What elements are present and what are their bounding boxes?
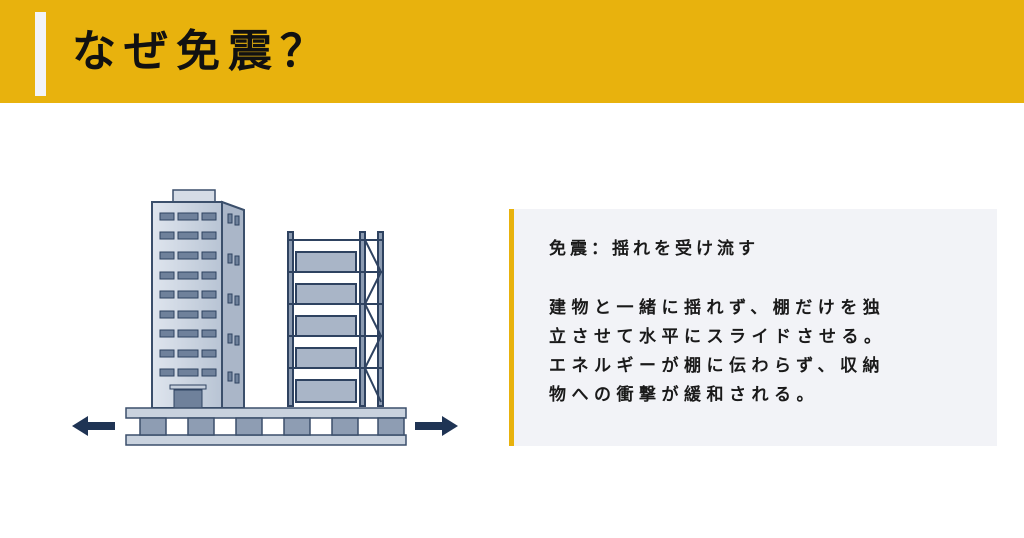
isolation-illustration: [60, 180, 480, 460]
header-accent-bar: [35, 12, 46, 96]
panel-body-line: 立させて水平にスライドさせる。: [549, 327, 887, 347]
arrow-left-icon: [72, 416, 115, 436]
arrow-right-icon: [415, 416, 458, 436]
panel-body: 建物と一緒に揺れず、棚だけを独 立させて水平にスライドさせる。 エネルギーが棚に…: [549, 294, 887, 410]
page-title: なぜ免震？: [72, 26, 332, 77]
header-banner: なぜ免震？: [0, 0, 1024, 103]
panel-body-line: 建物と一緒に揺れず、棚だけを独: [549, 298, 886, 318]
panel-heading: 免震：揺れを受け流す: [549, 239, 759, 259]
panel-body-line: エネルギーが棚に伝わらず、収納: [549, 356, 885, 376]
isolation-base: [125, 407, 407, 446]
panel-body-line: 物への衝撃が緩和される。: [549, 385, 819, 405]
building-icon: [151, 189, 245, 409]
storage-rack-icon: [287, 231, 384, 407]
explanation-panel: 免震：揺れを受け流す 建物と一緒に揺れず、棚だけを独 立させて水平にスライドさせ…: [509, 209, 997, 446]
